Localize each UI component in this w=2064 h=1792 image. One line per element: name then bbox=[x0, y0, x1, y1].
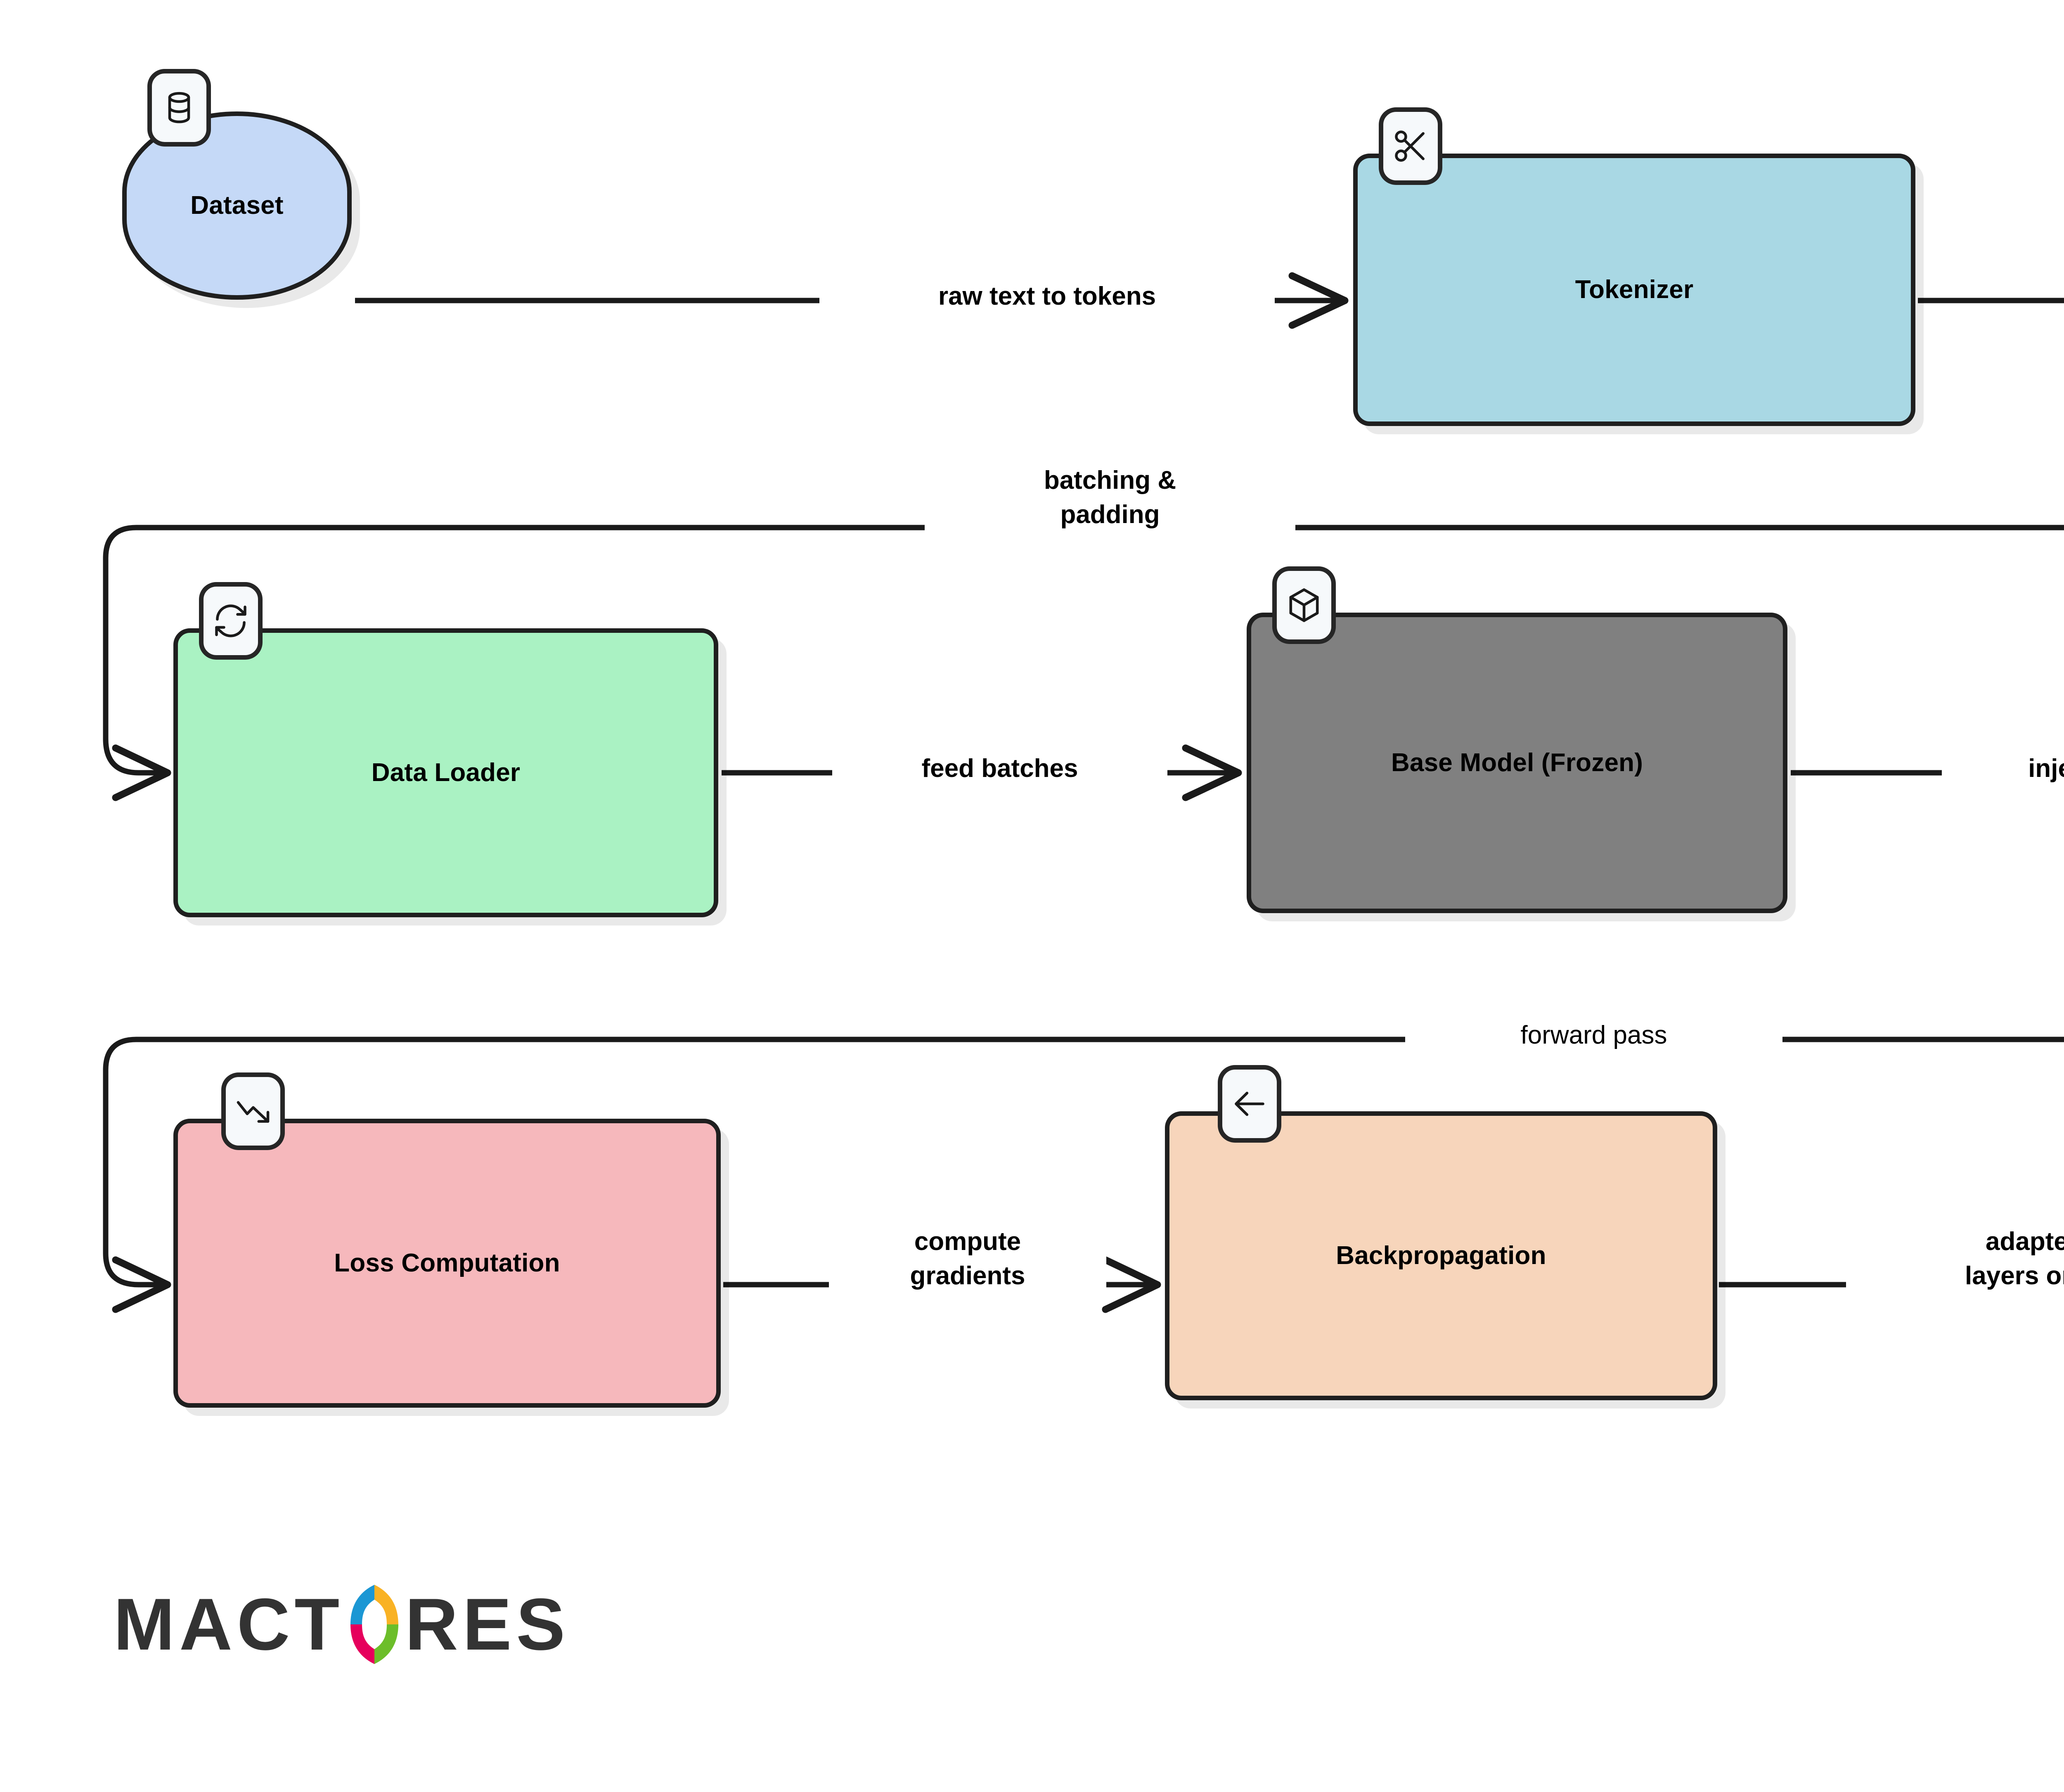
trending-down-icon bbox=[221, 1072, 285, 1150]
edge-basemodel-to-lora bbox=[1791, 770, 1942, 776]
edge-label-feed-batches: feed batches bbox=[832, 751, 1167, 786]
node-dataset[interactable]: Dataset bbox=[122, 111, 352, 300]
edge-dataloader-to-basemodel bbox=[722, 744, 1242, 801]
cube-icon bbox=[1272, 566, 1336, 644]
node-data-loader-label: Data Loader bbox=[371, 758, 521, 787]
node-backpropagation-label: Backpropagation bbox=[1336, 1241, 1546, 1270]
logo-text-left: MACT bbox=[114, 1583, 344, 1665]
node-base-model[interactable]: Base Model (Frozen) bbox=[1247, 613, 1787, 913]
refresh-icon bbox=[199, 582, 263, 660]
node-dataset-label: Dataset bbox=[190, 191, 284, 220]
mactores-logo: MACT RES bbox=[114, 1583, 570, 1666]
edge-label-adapter-layers-only: adapter layers only bbox=[1846, 1224, 2064, 1293]
edge-dataset-to-tokenizer bbox=[355, 272, 1349, 329]
arrow-left-icon bbox=[1218, 1065, 1281, 1143]
node-tokenizer-label: Tokenizer bbox=[1575, 275, 1694, 304]
edge-label-forward-pass: forward pass bbox=[1405, 1018, 1782, 1053]
logo-text-right: RES bbox=[405, 1583, 570, 1665]
edge-label-raw-text-to-tokens: raw text to tokens bbox=[819, 279, 1275, 314]
edge-lora-to-loss bbox=[103, 1037, 2064, 1313]
node-data-loader[interactable]: Data Loader bbox=[173, 628, 718, 917]
edge-label-batching-and-padding: batching & padding bbox=[925, 463, 1295, 532]
edge-tokenizer-to-dataloader bbox=[103, 298, 2064, 801]
edge-backprop-to-update bbox=[1719, 1282, 1846, 1288]
edge-label-compute-gradients: compute gradients bbox=[829, 1224, 1106, 1293]
node-backpropagation[interactable]: Backpropagation bbox=[1165, 1111, 1717, 1400]
node-base-model-label: Base Model (Frozen) bbox=[1391, 748, 1643, 777]
scissors-icon bbox=[1379, 107, 1442, 185]
node-loss-computation[interactable]: Loss Computation bbox=[173, 1119, 721, 1408]
database-icon bbox=[147, 69, 211, 147]
node-tokenizer[interactable]: Tokenizer bbox=[1353, 154, 1915, 426]
logo-mark-icon bbox=[347, 1583, 402, 1666]
node-loss-computation-label: Loss Computation bbox=[334, 1249, 560, 1278]
edge-label-inject-adapters: inject adapters bbox=[1942, 751, 2064, 786]
